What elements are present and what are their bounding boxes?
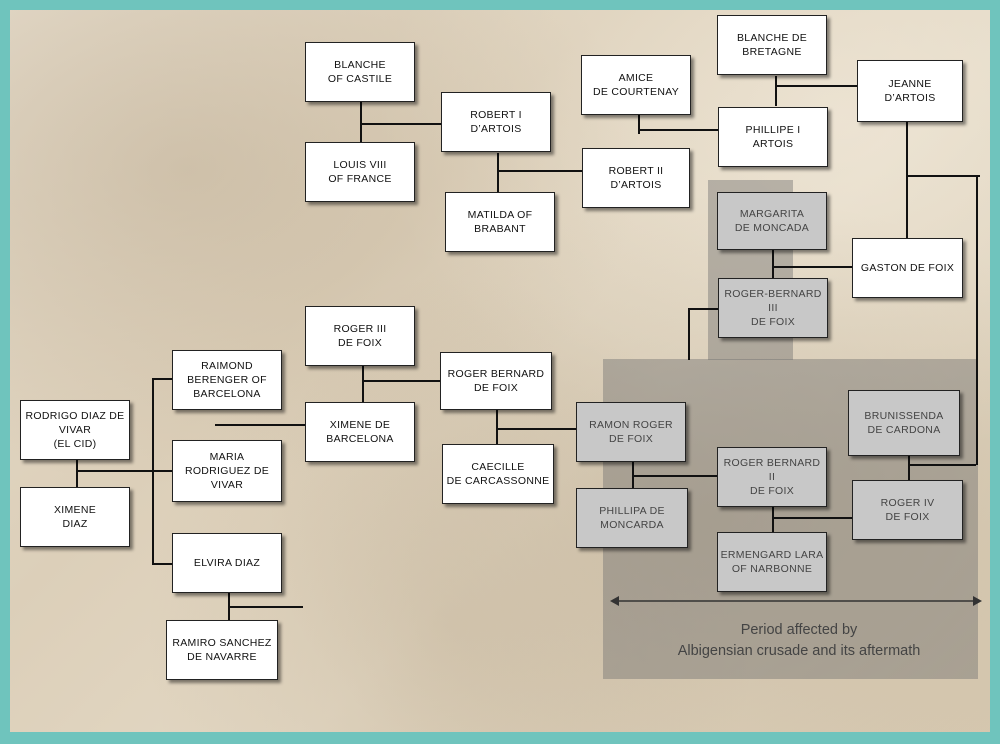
connector [76,470,152,472]
connector [638,129,718,131]
connector [638,106,640,134]
person-maria-rodriguez: MARIA RODRIGUEZ DE VIVAR [172,440,282,502]
person-matilda-of-brabant: MATILDA OF BRABANT [445,192,555,252]
connector [152,378,172,380]
connector [228,606,303,608]
connector [688,308,690,360]
connector [775,85,857,87]
connector [906,175,980,177]
connector [976,175,978,465]
period-caption-line2: Albigensian crusade and its aftermath [677,643,921,659]
person-phillipa-de-moncarda: PHILLIPA DE MONCARDA [576,488,688,548]
person-robert-ii: ROBERT II D’ARTOIS [582,148,690,208]
person-roger-bernard-ii: ROGER BERNARD II DE FOIX [717,447,827,507]
connector [906,122,908,238]
parchment-canvas: BLANCHE OF CASTILE LOUIS VIII OF FRANCE … [10,10,990,732]
connector [360,123,441,125]
person-ermengard-lara: ERMENGARD LARA OF NARBONNE [717,532,827,592]
connector [688,308,718,310]
connector [908,464,976,466]
person-roger-bernard-iii: ROGER-BERNARD III DE FOIX [718,278,828,338]
connector [362,366,364,402]
connector [772,517,852,519]
person-louis-viii: LOUIS VIII OF FRANCE [305,142,415,202]
connector [772,507,774,532]
person-roger-iv: ROGER IV DE FOIX [852,480,963,540]
connector [908,456,910,480]
connector [215,424,305,426]
connector [360,100,362,150]
person-amice-de-courtenay: AMICE DE COURTENAY [581,55,691,115]
person-ximene-de-barcelona: XIMENE DE BARCELONA [305,402,415,462]
person-caecille: CAECILLE DE CARCASSONNE [442,444,554,504]
connector [632,475,717,477]
person-ramiro-sanchez: RAMIRO SANCHEZ DE NAVARRE [166,620,278,680]
connector [362,380,440,382]
person-rodrigo-diaz: RODRIGO DIAZ DE VIVAR (EL CID) [20,400,130,460]
person-blanche-of-castile: BLANCHE OF CASTILE [305,42,415,102]
connector [772,250,774,281]
period-caption: Period affected by Albigensian crusade a… [616,620,982,662]
person-ximene-diaz: XIMENE DIAZ [20,487,130,547]
person-robert-i: ROBERT I D’ARTOIS [441,92,551,152]
connector [497,153,499,201]
connector [497,170,582,172]
connector [496,410,498,444]
person-margarita-de-moncada: MARGARITA DE MONCADA [717,192,827,250]
person-raimond-berenger: RAIMOND BERENGER OF BARCELONA [172,350,282,410]
connector [152,563,172,565]
connector [496,428,576,430]
connector [76,460,78,487]
person-roger-bernard: ROGER BERNARD DE FOIX [440,352,552,410]
person-phillipe-i: PHILLIPE I ARTOIS [718,107,828,167]
connector [775,76,777,106]
period-caption-line1: Period affected by [740,622,858,638]
person-brunissenda-de-cardona: BRUNISSENDA DE CARDONA [848,390,960,456]
person-gaston-de-foix: GASTON DE FOIX [852,238,963,298]
connector [152,470,172,472]
person-jeanne-dartois: JEANNE D’ARTOIS [857,60,963,122]
person-blanche-de-bretagne: BLANCHE DE BRETAGNE [717,15,827,75]
period-arrow [610,594,982,608]
person-ramon-roger: RAMON ROGER DE FOIX [576,402,686,462]
person-roger-iii: ROGER III DE FOIX [305,306,415,366]
person-elvira-diaz: ELVIRA DIAZ [172,533,282,593]
connector [772,266,852,268]
